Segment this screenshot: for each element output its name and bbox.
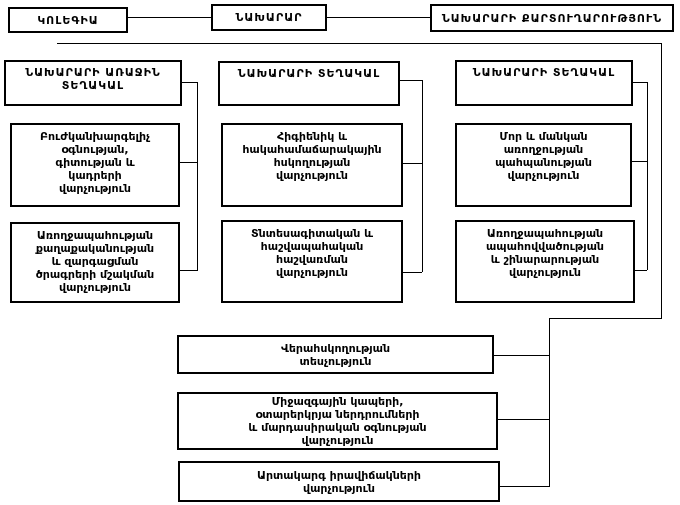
stub-col2-dept1 — [403, 163, 422, 164]
spine-column2 — [422, 80, 423, 272]
dept-economic-accounting-box: Տնտեսագիտական և հաշվապահական հաշվառման վ… — [221, 220, 403, 303]
minister-box: ՆԱԽԱՐԱՐ — [211, 4, 327, 31]
collegium-box: ԿՈԼԵԳԻԱ — [8, 7, 128, 33]
deputy-third-box: ՆԱԽԱՐԱՐԻ ՏԵՂԱԿԱԼ — [455, 60, 633, 106]
stub-deputy1 — [182, 82, 197, 83]
stub-col3-dept1 — [632, 161, 647, 162]
dept-insurance-construction-box: Առողջապահության ապահովվածության և շինարա… — [455, 220, 635, 303]
unit-emergency-situations-box: Արտակարգ իրավիճակների վարչություն — [178, 461, 500, 502]
spine-column1 — [197, 82, 198, 271]
deputy-first-box: ՆԱԽԱՐԱՐԻ ԱՌԱՋԻՆ ՏԵՂԱԿԱԼ — [4, 60, 182, 106]
stub-deputy3 — [633, 82, 647, 83]
dept-health-policy-box: Առողջապահության քաղաքականության և զարգաց… — [10, 222, 180, 303]
stub-deputy2 — [400, 80, 422, 81]
dept-hygiene-epidemic-box: Հիգիենիկ և հակահամաճարակային հսկողության… — [221, 123, 403, 207]
connector-bottom-spine — [549, 318, 550, 487]
unit-international-relations-box: Միջազգային կապերի, օտարերկրյա ներդրումնե… — [177, 392, 498, 450]
dept-medical-preventive-box: Բուժկանխարգելիչ օգնության, գիտության և կ… — [10, 123, 180, 207]
connector-bottom-rail — [549, 318, 662, 319]
connector-collegium-minister — [128, 17, 211, 18]
stub-bottom-unit2 — [498, 419, 549, 420]
connector-right-drop — [661, 43, 662, 319]
connector-minister-secretariat — [327, 17, 430, 18]
dept-mother-child-box: Մոր և մանկան առողջության պահպանության վա… — [455, 123, 632, 207]
spine-column3 — [647, 82, 648, 270]
stub-col2-dept2 — [403, 272, 422, 273]
stub-bottom-unit3 — [500, 486, 550, 487]
minister-secretariat-box: ՆԱԽԱՐԱՐԻ ՔԱՐՏՈՒՂԱՐՈՒԹՅՈՒՆ — [430, 4, 674, 32]
deputy-second-box: ՆԱԽԱՐԱՐԻ ՏԵՂԱԿԱԼ — [218, 61, 400, 106]
stub-col3-dept2 — [635, 270, 647, 271]
stub-col1-dept1 — [180, 162, 197, 163]
stub-bottom-unit1 — [494, 355, 549, 356]
unit-control-inspection-box: Վերահսկողության տեսչություն — [177, 335, 494, 374]
connector-main-rail — [57, 43, 662, 44]
stub-col1-dept2 — [180, 270, 197, 271]
